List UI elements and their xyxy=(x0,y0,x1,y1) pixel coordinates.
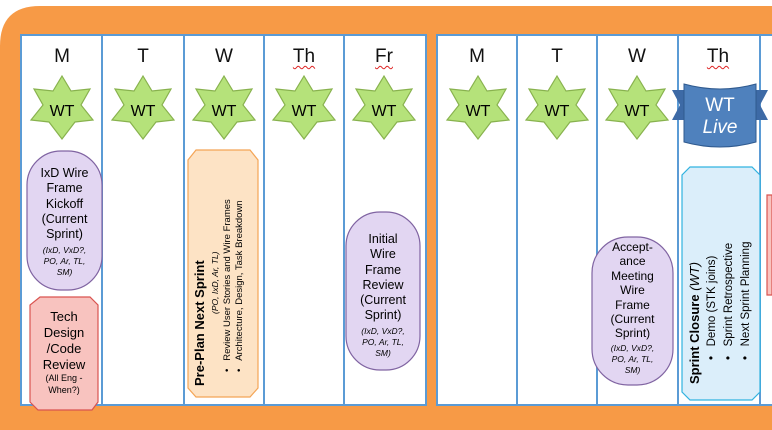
box-line: (Current xyxy=(41,211,88,226)
wt-badge: WT xyxy=(211,103,237,120)
preplan-bullet-2: Architecture, Design, Task Breakdown xyxy=(234,200,245,361)
sprint-closure-box: Sprint Closure (WT) • Demo (STK joins) •… xyxy=(686,242,755,384)
live-badge-line1: WT xyxy=(705,95,735,116)
tech-review-box: Tech Design /Code Review (All Eng - When… xyxy=(30,309,98,397)
box-line: Initial xyxy=(368,232,398,246)
preplan-shape xyxy=(187,149,259,398)
box-line: IxD Wire xyxy=(40,166,89,180)
wt-badge: WT xyxy=(371,103,397,120)
bullet-dot: • xyxy=(234,360,245,372)
box-small-line: (All Eng - xyxy=(45,373,83,384)
box-line: Wire xyxy=(370,247,396,262)
sprint-closure-bullet-2: Sprint Retrospective xyxy=(723,242,735,347)
day-header-m2: M xyxy=(469,46,485,67)
wt-badge: WT xyxy=(49,103,75,120)
box-line: Kickoff xyxy=(45,196,84,211)
box-line: Wire xyxy=(620,283,645,298)
acceptance-shape xyxy=(591,236,674,386)
box-line: (Current xyxy=(610,311,655,326)
box-small-line: (IxD, VxD?, xyxy=(42,245,87,256)
bullet-dot: • xyxy=(706,346,718,360)
initial-review-box: Initial Wire Frame Review (Current Sprin… xyxy=(346,232,420,359)
box-small-line: SM) xyxy=(375,347,391,358)
sprint-closure-shape xyxy=(681,166,761,401)
wt-badge: WT xyxy=(291,103,317,120)
preplan-title: Pre-Plan Next Sprint xyxy=(192,260,207,386)
box-line: /Code xyxy=(46,340,82,356)
box-line: Design xyxy=(43,324,85,340)
preplan-box: Pre-Plan Next Sprint (PO, IxD, Ar, TL) •… xyxy=(192,199,246,386)
tech-review-shape xyxy=(29,296,99,411)
box-line: (Current xyxy=(360,293,406,307)
bullet-dot: • xyxy=(222,360,233,372)
box-line: Review xyxy=(42,356,86,372)
ixd-kickoff-box: IxD Wire Frame Kickoff (Current Sprint) … xyxy=(27,166,102,278)
live-badge: WT Live xyxy=(684,95,756,139)
live-badge-line2: Live xyxy=(702,117,738,138)
day-header-t2: T xyxy=(551,46,563,67)
box-line: Sprint) xyxy=(364,308,402,323)
box-line: ance xyxy=(619,254,646,269)
box-small-line: PO, Ar, TL, xyxy=(362,336,404,347)
bullet-dot: • xyxy=(723,346,735,360)
wt-badge: WT xyxy=(624,103,650,120)
box-small-line: (IxD, VxD?, xyxy=(361,325,405,336)
wt-badge: WT xyxy=(544,103,570,120)
box-small-line: SM) xyxy=(56,267,73,278)
ixd-kickoff-shape xyxy=(26,150,103,291)
box-small-line: PO, Ar, TL, xyxy=(611,353,654,364)
wt-badge: WT xyxy=(465,103,491,120)
box-line: Sprint) xyxy=(614,326,651,341)
preplan-bullet-1: Review User Stories and Wire Frames xyxy=(222,199,233,361)
box-line: Review xyxy=(362,277,404,292)
day-header-w1: W xyxy=(215,46,233,67)
box-line: Accept- xyxy=(612,240,653,254)
sprint-closure-bullet-3: Next Sprint Planning xyxy=(740,241,752,347)
sprint-closure-role: (WT) xyxy=(687,261,702,291)
day-header-m1: M xyxy=(54,46,70,67)
box-small-line: (IxD, VxD?, xyxy=(610,342,655,353)
box-small-line: PO, Ar, TL, xyxy=(43,256,86,267)
box-line: Tech xyxy=(50,309,78,324)
sprint-closure-title: Sprint Closure xyxy=(687,294,702,384)
preplan-roles: (PO, IxD, Ar, TL) xyxy=(210,251,220,315)
cutoff-box-shape xyxy=(766,194,772,296)
day-header-fr1: Fr xyxy=(375,46,393,67)
box-small-line: SM) xyxy=(624,364,641,375)
box-line: Frame xyxy=(615,297,650,312)
box-line: Meeting xyxy=(611,268,654,283)
day-header-t1: T xyxy=(137,46,149,67)
initial-review-shape xyxy=(345,211,421,371)
bullet-dot: • xyxy=(740,346,752,360)
box-line: Frame xyxy=(364,262,402,277)
box-line: Frame xyxy=(46,181,83,196)
acceptance-box: Accept- ance Meeting Wire Frame (Current… xyxy=(592,240,673,376)
wt-badge: WT xyxy=(130,103,156,120)
box-line: Sprint) xyxy=(46,227,83,241)
box-small-line: When?) xyxy=(48,385,80,396)
day-header-th2: Th xyxy=(706,46,730,67)
live-ribbon xyxy=(672,83,768,148)
day-header-th1: Th xyxy=(292,46,316,67)
sprint-closure-bullet-1: Demo (STK joins) xyxy=(706,255,718,347)
day-header-w2: W xyxy=(628,46,646,67)
